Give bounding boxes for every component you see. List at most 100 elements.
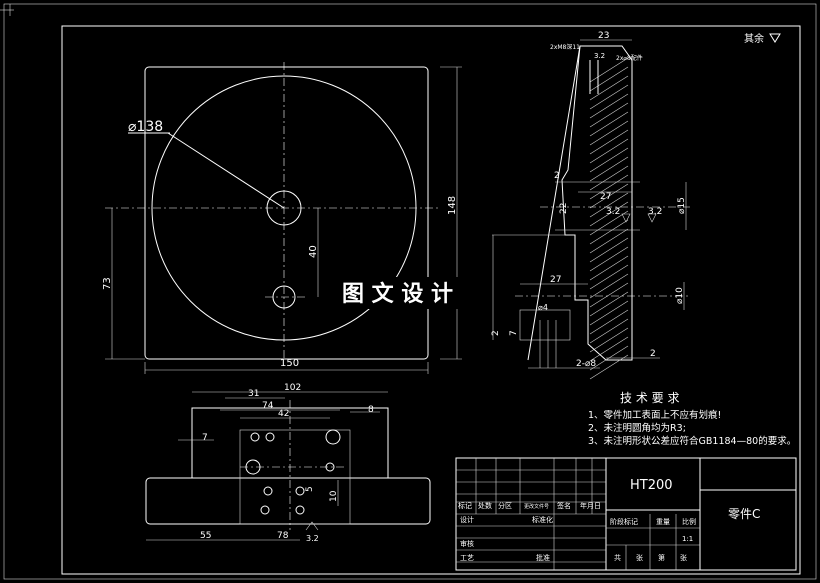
- dia-15: ⌀15: [677, 197, 687, 214]
- height-dim: 148: [447, 196, 458, 215]
- roughness-symbol: [305, 521, 319, 531]
- offset-dim: 73: [102, 277, 113, 290]
- hatch-line: [589, 84, 629, 110]
- dim-7: 7: [509, 330, 519, 336]
- hatch-line: [589, 111, 629, 137]
- hatch-line: [589, 273, 629, 299]
- dim-102: 102: [284, 383, 301, 393]
- hatch-line: [589, 93, 629, 119]
- hatch-line: [589, 129, 629, 155]
- hatch-line: [589, 201, 629, 227]
- dia-10: ⌀10: [675, 287, 685, 304]
- rough-3: 3.2: [648, 207, 662, 217]
- hatch-line: [589, 192, 629, 218]
- part-name: 零件C: [728, 507, 760, 521]
- hatch-line: [589, 309, 629, 335]
- roughness-note: 其余: [744, 32, 764, 45]
- left-label: 设计: [460, 515, 474, 524]
- requirement-item: 3、未注明形状公差应符合GB1184—80的要求。: [588, 435, 796, 447]
- hatch-line: [589, 165, 629, 191]
- hatch-line: [589, 327, 629, 353]
- sheet-label: 张: [636, 553, 643, 562]
- width-dim: 150: [280, 358, 299, 369]
- material-label: HT200: [630, 478, 673, 493]
- hole: [250, 432, 260, 442]
- hatch-line: [589, 147, 629, 173]
- stage-label: 重量: [656, 518, 670, 526]
- section-hatching: [589, 57, 629, 380]
- dia-4: ⌀4: [538, 303, 548, 312]
- dim-74: 74: [262, 401, 274, 411]
- hatch-line: [589, 237, 629, 263]
- hole: [263, 486, 273, 496]
- hole: [260, 505, 270, 515]
- watermark-bg: [338, 277, 496, 309]
- section-outline: [561, 45, 633, 361]
- hatch-line: [589, 138, 629, 164]
- hatch-line: [589, 354, 629, 380]
- stage-label: 阶段标记: [610, 517, 638, 526]
- front-view: ⌀138 150 148 73 40: [102, 62, 462, 374]
- dia-leader: [167, 132, 285, 209]
- taper-line: [527, 45, 581, 361]
- left-label: 审核: [460, 539, 474, 548]
- hatch-line: [589, 57, 629, 83]
- row-label: 年月日: [580, 501, 601, 510]
- row-label: 处数: [478, 501, 492, 510]
- dim-8: 8: [368, 405, 374, 415]
- roughness-symbol: [769, 33, 781, 43]
- hatch-line: [589, 210, 629, 236]
- stage-label: 比例: [682, 517, 696, 526]
- hatch-line: [589, 318, 629, 344]
- dim-5: 5: [305, 486, 315, 492]
- roughness-symbols: [621, 213, 657, 223]
- top-width-dim: 23: [598, 31, 609, 41]
- rough-1: 3.2: [594, 52, 605, 60]
- row-label: 标记: [458, 501, 472, 510]
- dim-55: 55: [200, 531, 211, 541]
- dim-27b: 27: [550, 275, 561, 285]
- sheet-border: [3, 3, 817, 580]
- requirement-item: 1、零件加工表面上不应有划痕!: [588, 409, 721, 421]
- base-outline: [145, 477, 431, 525]
- hatch-line: [589, 255, 629, 281]
- hatch-line: [589, 174, 629, 200]
- watermark: 图 文 设 计: [342, 281, 453, 307]
- hatch-line: [589, 300, 629, 326]
- hatch-line: [589, 75, 629, 101]
- dim-42: 42: [278, 409, 289, 419]
- thread-note: 2xM8深11: [550, 43, 580, 51]
- inner-block: [239, 429, 351, 525]
- drawing-frame: [61, 25, 801, 575]
- mid-label: 批准: [536, 553, 550, 562]
- sheet-label: 共: [614, 553, 621, 562]
- hatch-line: [589, 246, 629, 272]
- hole-dim: 40: [308, 245, 319, 258]
- hatch-line: [589, 264, 629, 290]
- hatch-line: [589, 66, 629, 92]
- rough-label: 3.2: [306, 534, 319, 543]
- scale-value: 1:1: [682, 535, 693, 543]
- requirement-item: 2、未注明圆角均为R3;: [588, 422, 686, 434]
- dim-2b: 2: [491, 330, 501, 336]
- hatch-line: [589, 336, 629, 362]
- row-label: 签名: [557, 501, 571, 510]
- row-label: 更改文件号: [524, 503, 549, 510]
- hatch-line: [589, 156, 629, 182]
- tb-grid: [456, 458, 700, 570]
- hatch-line: [589, 282, 629, 308]
- dim-2c: 2: [650, 349, 656, 359]
- hatch-line: [589, 219, 629, 245]
- hole-note: 2-⌀8: [576, 359, 596, 369]
- diameter-label: ⌀138: [128, 119, 163, 135]
- technical-requirements: 技 术 要 求 1、零件加工表面上不应有划痕! 2、未注明圆角均为R3; 3、未…: [588, 391, 796, 447]
- hatch-line: [589, 120, 629, 146]
- dim-22: 22: [559, 203, 569, 214]
- pin-holes: [519, 309, 571, 341]
- hatch-line: [589, 183, 629, 209]
- sheet-label: 张: [680, 553, 687, 562]
- requirements-title: 技 术 要 求: [620, 391, 679, 405]
- row-label: 分区: [498, 501, 512, 510]
- top-view: 102 31 74 42 8 7 5 10 55 78 3.2: [145, 383, 431, 543]
